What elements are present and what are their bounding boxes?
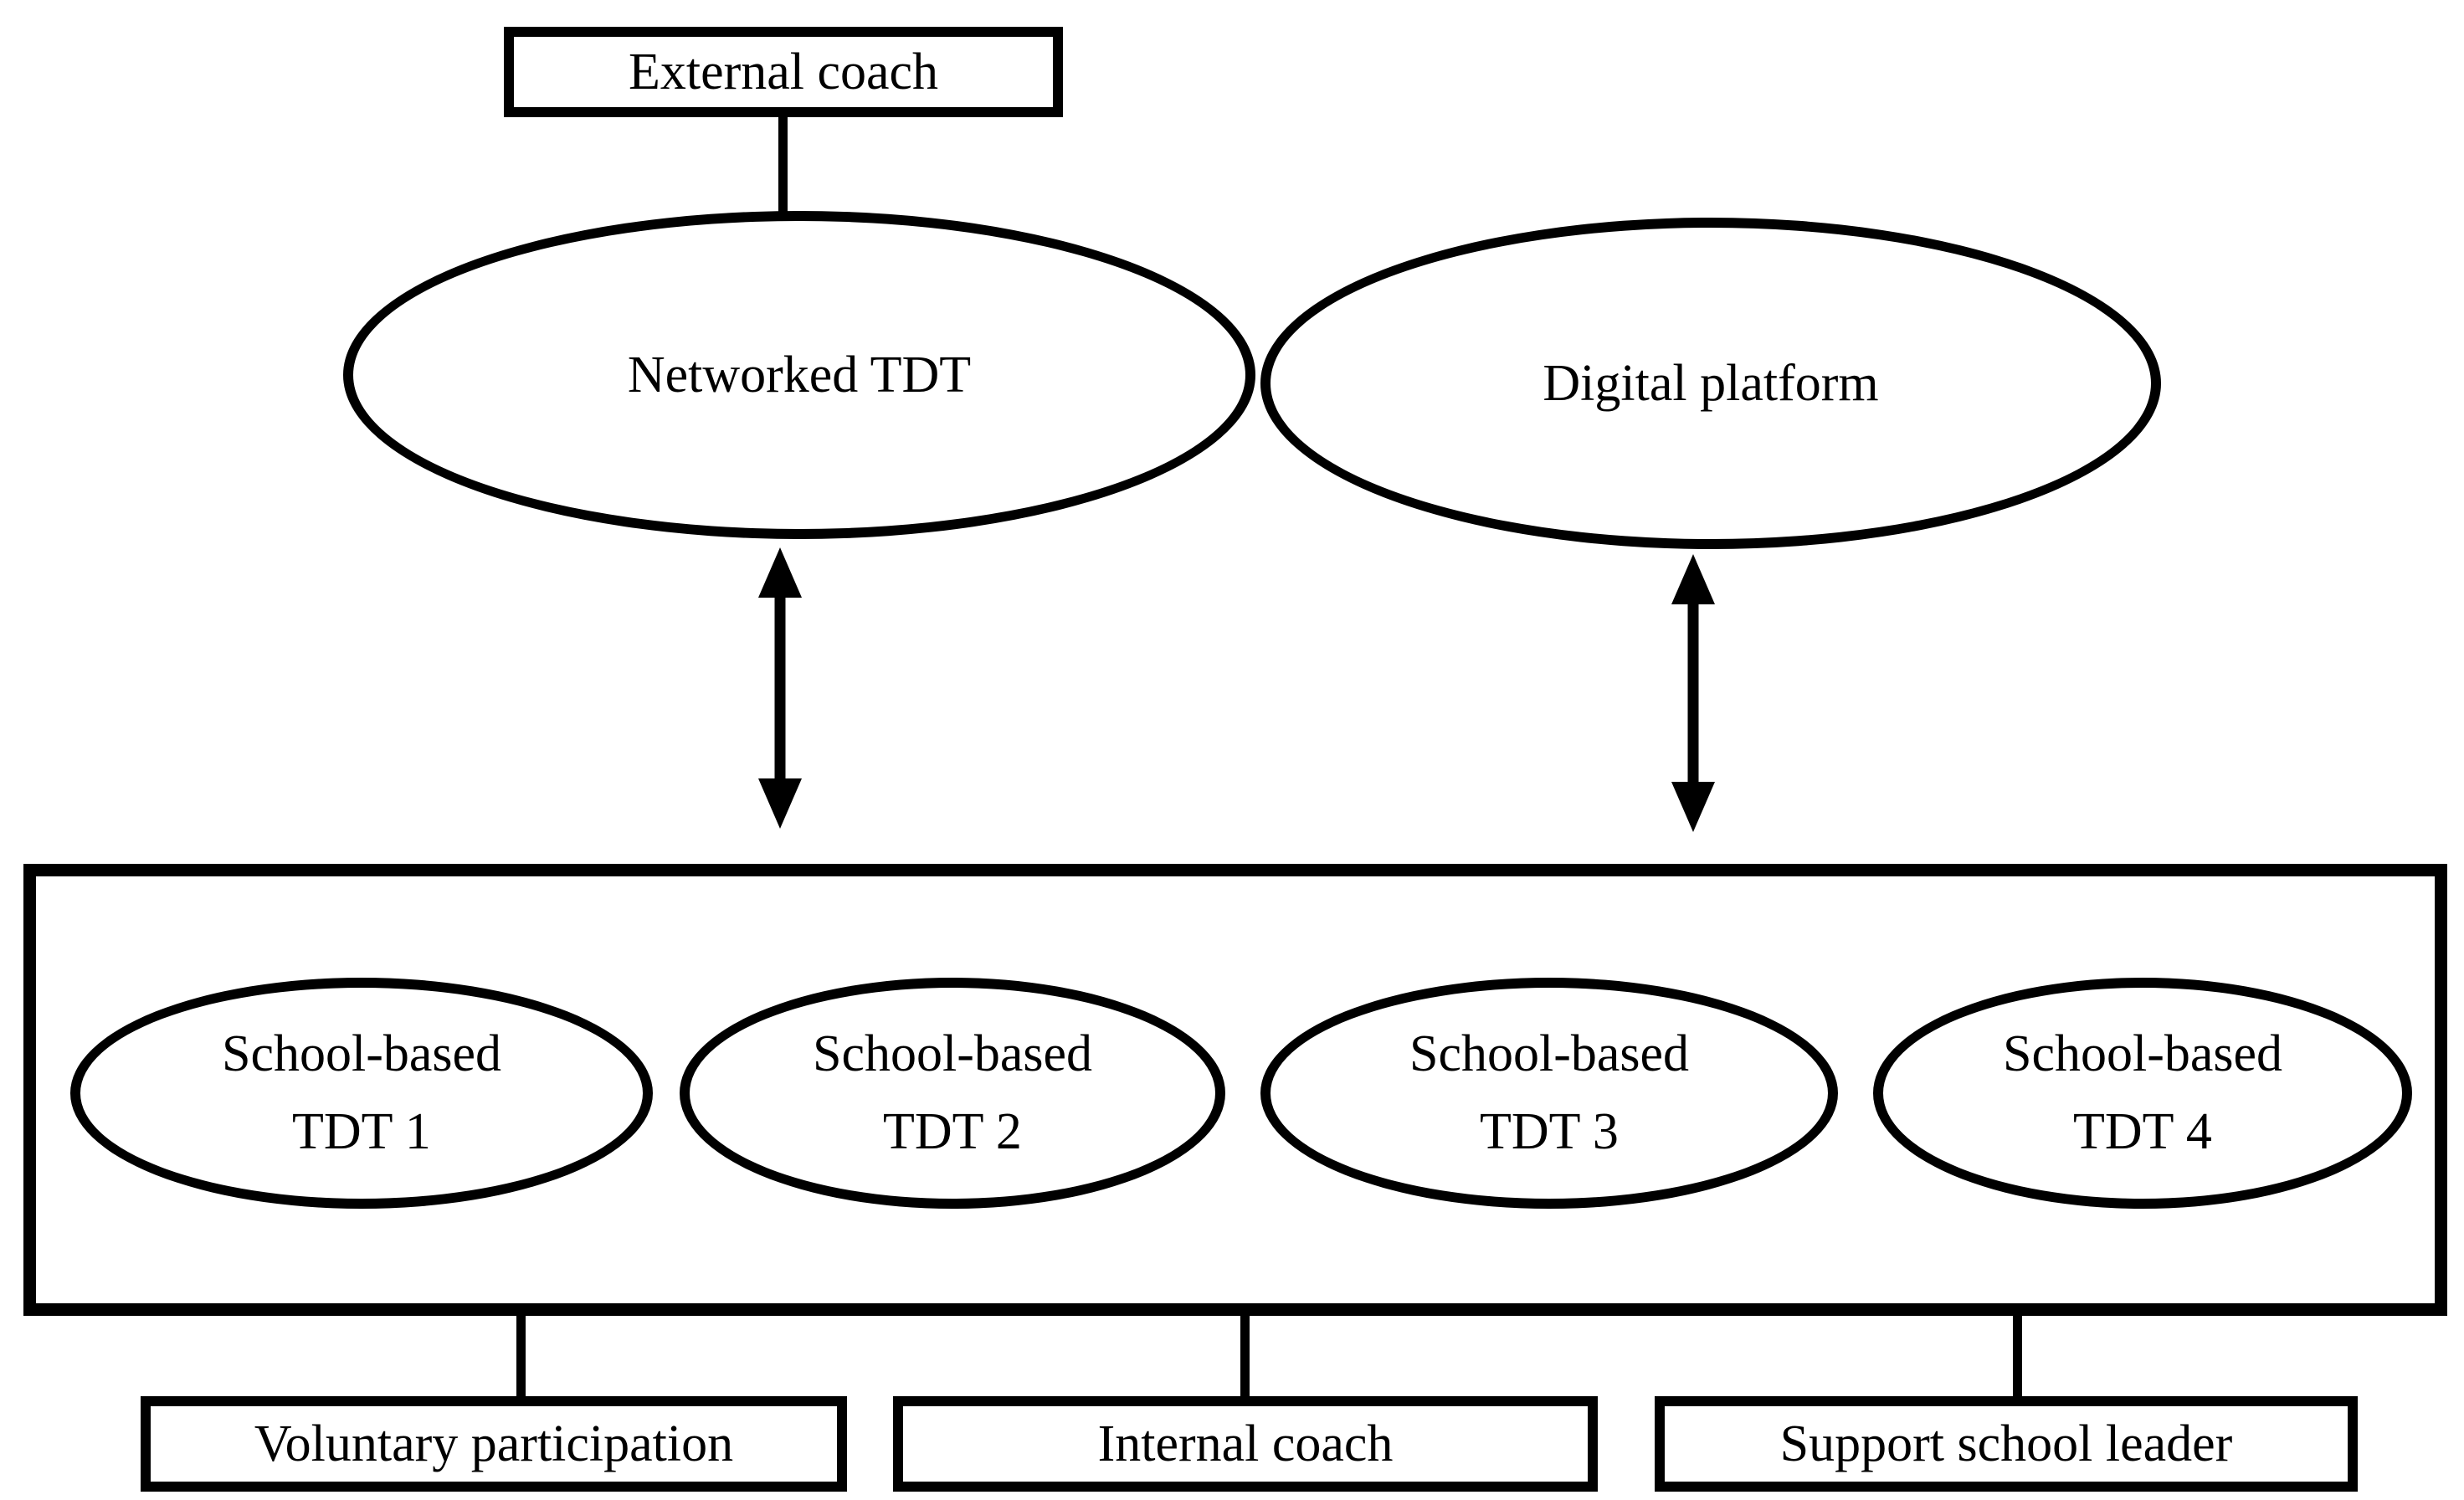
node-internal-coach: Internal coach (893, 1396, 1598, 1492)
label-line1: School-based (221, 1025, 502, 1082)
node-school-tdt-4: School-based TDT 4 (1873, 978, 2412, 1209)
node-school-tdt-4-label: School-based TDT 4 (2003, 1015, 2282, 1171)
label-line2: TDT 3 (1480, 1103, 1619, 1160)
node-school-tdt-2: School-based TDT 2 (680, 978, 1225, 1209)
node-school-tdt-2-label: School-based TDT 2 (813, 1015, 1092, 1171)
node-support-school-leader-label: Support school leader (1779, 1415, 2233, 1472)
node-networked-tdt: Networked TDT (343, 211, 1255, 539)
node-support-school-leader: Support school leader (1655, 1396, 2358, 1492)
node-voluntary-participation-label: Voluntary participation (254, 1415, 734, 1472)
connector-group-to-internal-coach (1240, 1306, 1250, 1400)
node-external-coach-label: External coach (628, 43, 939, 100)
node-internal-coach-label: Internal coach (1097, 1415, 1394, 1472)
bidirectional-arrow-digital-platform-to-group (1671, 554, 1715, 832)
connector-group-to-voluntary-participation (516, 1306, 526, 1400)
connector-group-to-support-school-leader (2013, 1306, 2022, 1400)
node-digital-platform-label: Digital platform (1543, 354, 1879, 412)
label-line2: TDT 2 (883, 1103, 1022, 1160)
label-line1: School-based (2002, 1025, 2283, 1082)
label-line1: School-based (1409, 1025, 1690, 1082)
node-networked-tdt-label: Networked TDT (627, 346, 972, 403)
node-digital-platform: Digital platform (1260, 218, 2161, 549)
node-school-tdt-1: School-based TDT 1 (70, 978, 653, 1209)
connector-external-coach-to-networked-tdt (778, 114, 788, 218)
label-line2: TDT 4 (2073, 1103, 2212, 1160)
label-line2: TDT 1 (292, 1103, 431, 1160)
label-line1: School-based (812, 1025, 1093, 1082)
node-school-tdt-1-label: School-based TDT 1 (222, 1015, 501, 1171)
bidirectional-arrow-networked-tdt-to-group (758, 547, 802, 829)
node-school-tdt-3: School-based TDT 3 (1260, 978, 1838, 1209)
node-school-tdt-3-label: School-based TDT 3 (1409, 1015, 1689, 1171)
node-external-coach: External coach (504, 27, 1063, 117)
node-voluntary-participation: Voluntary participation (141, 1396, 847, 1492)
